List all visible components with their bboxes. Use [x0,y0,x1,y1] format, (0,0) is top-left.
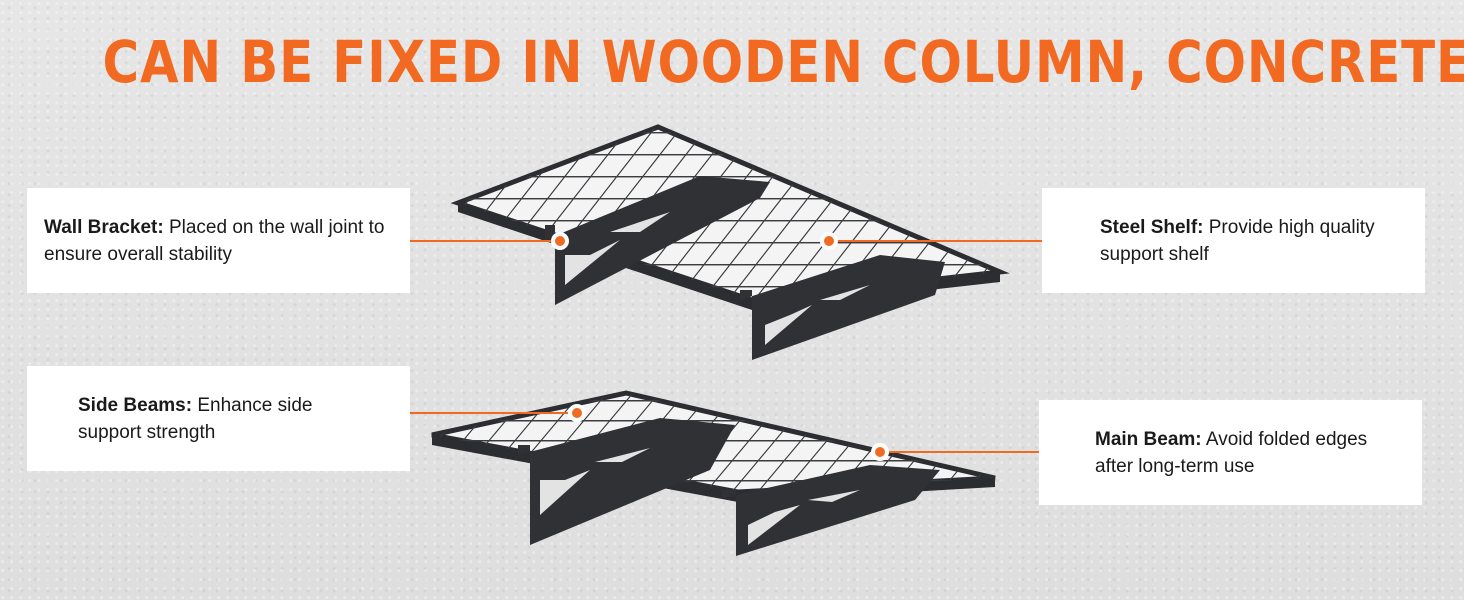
callout-wall-bracket: Wall Bracket: Placed on the wall joint t… [27,188,410,293]
page-title: CAN BE FIXED IN WOODEN COLUMN, CONCRETE [102,28,1464,96]
callout-text: Placed on the wall joint to ensure overa… [44,216,385,265]
leader-steel-shelf [820,232,1042,250]
callout-main-beam: Main Beam: Avoid folded edges after long… [1039,400,1422,505]
upper-left-bracket [545,176,770,305]
leader-side-beams [410,404,586,422]
lower-shelf [431,390,996,556]
callout-label: Side Beams: [78,394,193,416]
callout-label: Steel Shelf: [1100,216,1204,238]
upper-right-bracket [740,255,945,360]
leader-wall-bracket [410,232,569,250]
upper-shelf [450,124,1010,360]
leader-main-beam [871,443,1039,461]
callout-side-beams: Side Beams: Enhance side support strengt… [27,366,410,471]
callout-label: Main Beam: [1095,428,1202,450]
callout-text: Enhance side support strength [78,394,313,443]
callout-text: Avoid folded edges after long-term use [1095,428,1368,477]
lower-right-bracket [722,465,940,556]
callout-text: Provide high quality support shelf [1100,216,1375,265]
callout-label: Wall Bracket: [44,216,164,238]
lower-left-bracket [518,418,735,545]
callout-steel-shelf: Steel Shelf: Provide high quality suppor… [1042,188,1425,293]
